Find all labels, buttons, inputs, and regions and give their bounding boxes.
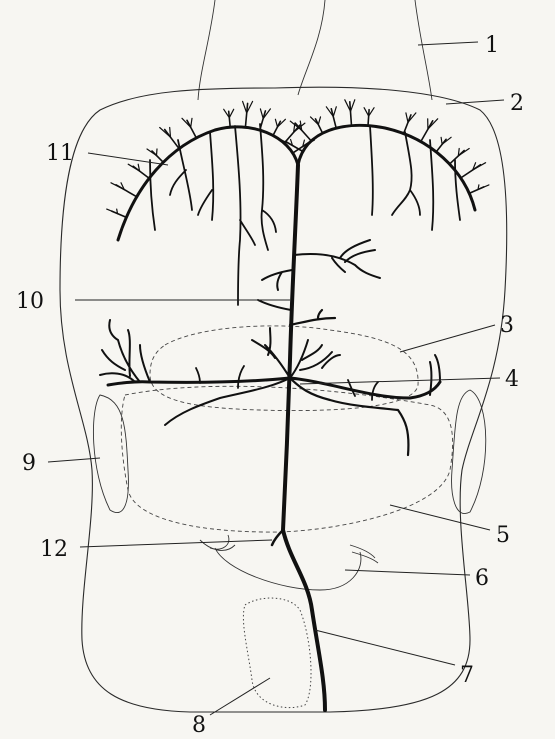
twig: [370, 126, 373, 215]
twig: [458, 149, 469, 156]
twig: [182, 118, 191, 127]
twig: [442, 137, 451, 144]
label-9: 9: [22, 451, 36, 476]
leader-3: [400, 325, 495, 352]
twig: [198, 132, 213, 220]
label-10: 10: [16, 289, 44, 314]
region-8-outline: [243, 598, 311, 708]
twig: [260, 124, 276, 250]
twig: [441, 137, 442, 144]
twig: [107, 209, 118, 214]
label-6: 6: [475, 566, 489, 591]
twig: [368, 110, 369, 126]
transverse-vessel: [100, 320, 440, 455]
leader-7: [315, 630, 455, 665]
twig: [392, 132, 420, 215]
twig: [229, 111, 231, 127]
leader-4: [300, 378, 500, 384]
main-vessel: [283, 165, 325, 710]
label-11: 11: [46, 141, 74, 166]
label-3: 3: [500, 313, 514, 338]
twig: [450, 151, 465, 165]
label-1: 1: [485, 33, 499, 58]
left-lateral-lobe: [93, 395, 128, 513]
twig: [350, 102, 352, 126]
twig: [235, 126, 255, 305]
leader-12: [80, 540, 272, 547]
stalk-outline: [198, 0, 432, 100]
leader-8: [210, 678, 270, 715]
label-8: 8: [192, 713, 206, 738]
twig: [351, 100, 355, 112]
twig: [364, 108, 369, 116]
leader-5: [390, 505, 490, 530]
twig: [421, 121, 433, 142]
twig: [170, 140, 192, 210]
label-4: 4: [505, 367, 519, 392]
leader-1: [418, 42, 478, 45]
label-5: 5: [496, 523, 510, 548]
twig: [333, 107, 336, 117]
twig: [331, 109, 336, 128]
label-7: 7: [460, 663, 474, 688]
twig: [284, 125, 300, 143]
twig: [260, 109, 263, 119]
twig: [165, 130, 179, 149]
twig: [152, 151, 163, 162]
twig: [295, 123, 311, 141]
leader-6: [345, 570, 470, 575]
twig: [157, 149, 158, 156]
twig: [478, 185, 489, 190]
head-outline: [60, 87, 507, 712]
twig: [455, 160, 460, 220]
twig: [430, 140, 433, 230]
label-12: 12: [40, 537, 68, 562]
twig: [229, 109, 233, 117]
twig: [117, 209, 118, 214]
twig: [406, 113, 408, 123]
label-2: 2: [510, 91, 524, 116]
twig: [318, 117, 320, 125]
twig: [170, 128, 171, 138]
twig: [275, 119, 277, 127]
midline-branches: [258, 240, 380, 325]
leader-9: [48, 458, 100, 462]
twig: [147, 149, 157, 156]
twig: [191, 118, 192, 127]
twig: [245, 103, 247, 127]
twig: [243, 101, 247, 113]
right-lateral-lobe: [452, 390, 486, 514]
